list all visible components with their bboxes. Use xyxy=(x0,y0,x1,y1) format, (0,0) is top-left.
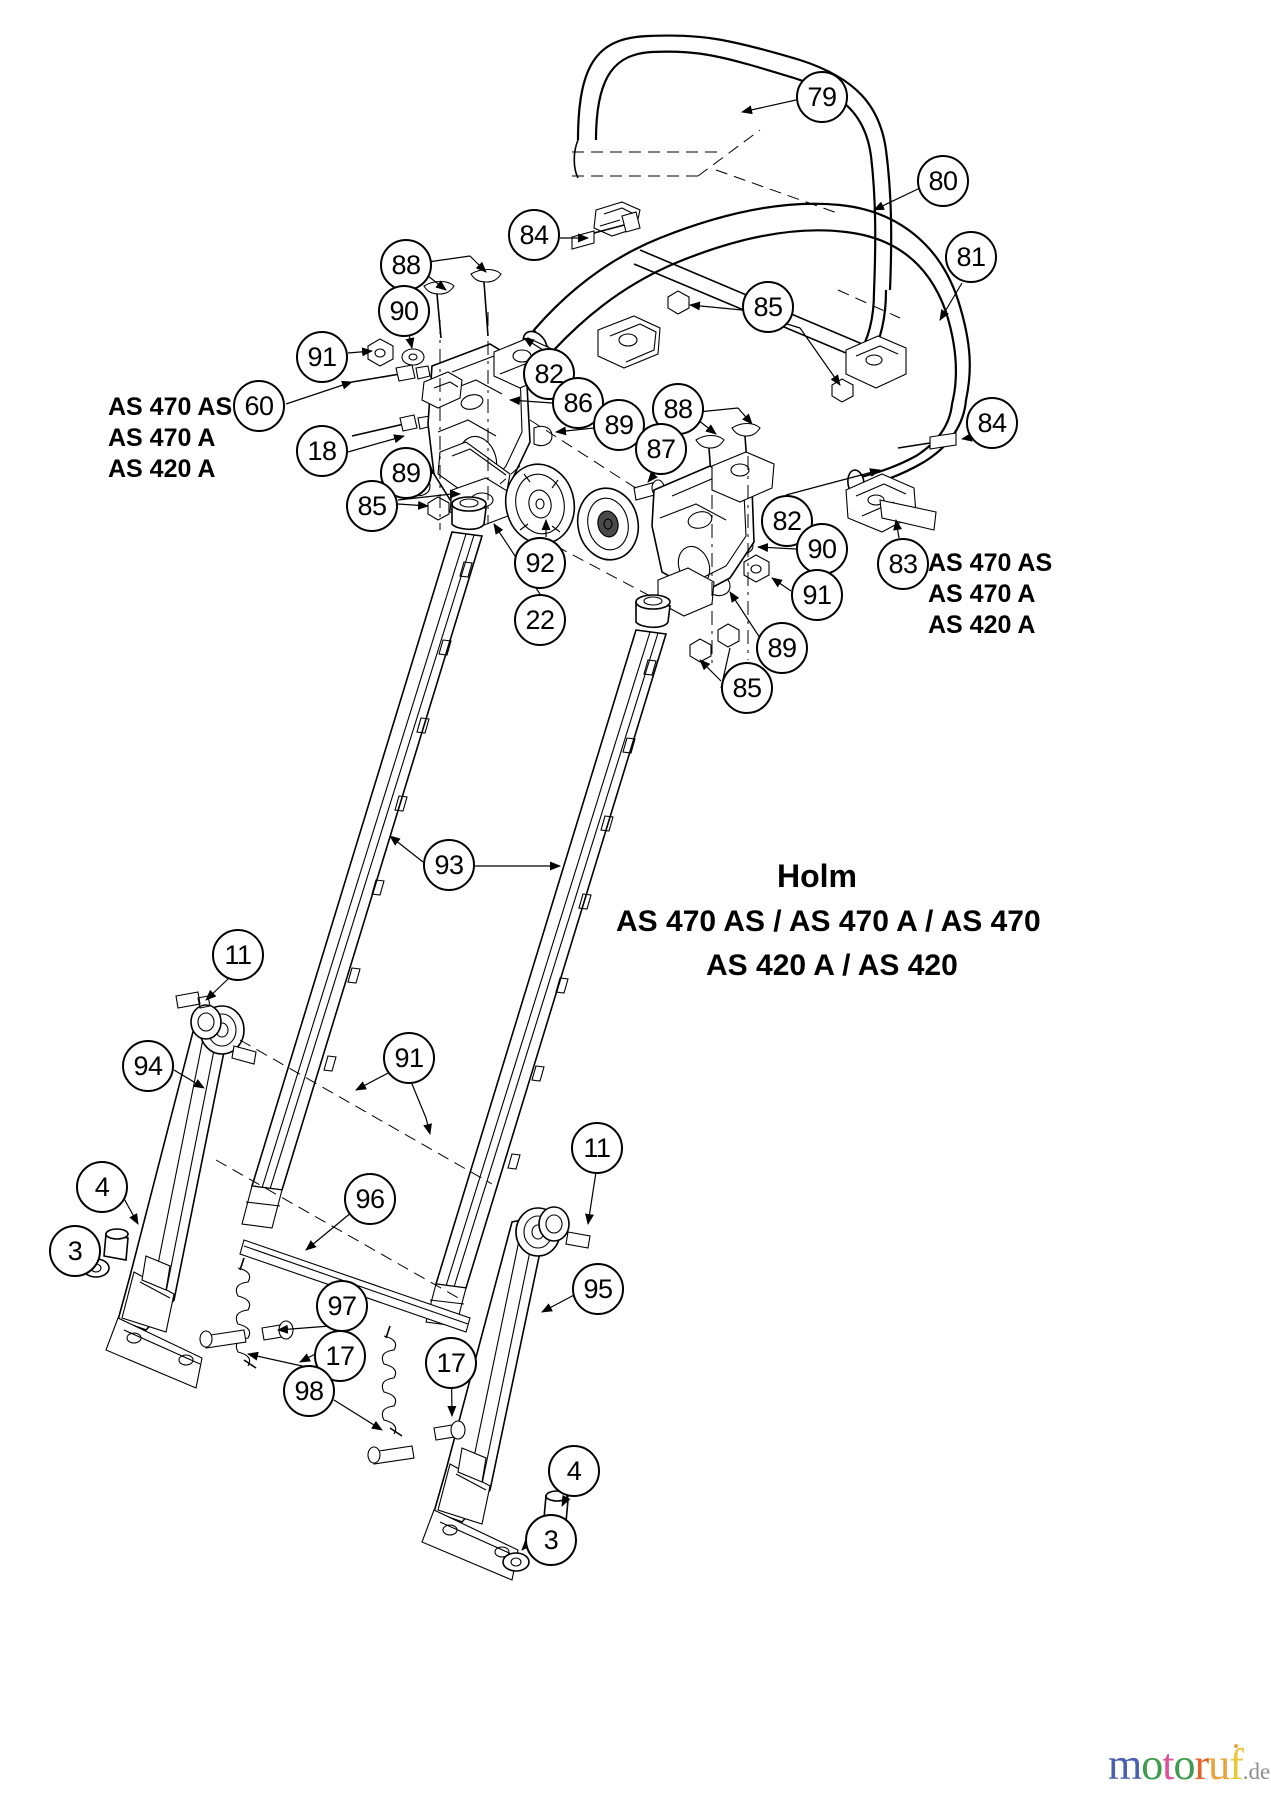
diagram-title-models-line-2: AS 420 A / AS 420 xyxy=(706,949,958,982)
callout-60[interactable]: 60 xyxy=(233,380,285,432)
callout-91c[interactable]: 91 xyxy=(383,1032,435,1084)
callout-85b[interactable]: 85 xyxy=(346,480,398,532)
right-hinge-housing xyxy=(651,451,775,617)
watermark-letter-m: m xyxy=(1108,1740,1142,1789)
watermark-accent-dot xyxy=(1234,1744,1238,1748)
callout-95[interactable]: 95 xyxy=(572,1263,624,1315)
callout-3a[interactable]: 3 xyxy=(49,1225,101,1277)
callout-89c[interactable]: 89 xyxy=(756,622,808,674)
callout-4a[interactable]: 4 xyxy=(76,1161,128,1213)
handle-bars-93 xyxy=(241,496,671,1327)
lower-right-bracket-95 xyxy=(421,1206,591,1581)
callout-92[interactable]: 92 xyxy=(514,537,566,589)
callout-83[interactable]: 83 xyxy=(877,538,929,590)
callout-94[interactable]: 94 xyxy=(122,1040,174,1092)
callout-11a[interactable]: 11 xyxy=(212,929,264,981)
callout-85a[interactable]: 85 xyxy=(742,281,794,333)
callout-79[interactable]: 79 xyxy=(796,71,848,123)
callout-88a[interactable]: 88 xyxy=(380,239,432,291)
callout-4b[interactable]: 4 xyxy=(548,1445,600,1497)
callout-93[interactable]: 93 xyxy=(423,839,475,891)
watermark-motoruf: motoruf.de xyxy=(1108,1742,1270,1795)
callout-17b[interactable]: 17 xyxy=(425,1337,477,1389)
callout-91a[interactable]: 91 xyxy=(296,331,348,383)
model-left-line-3: AS 420 A xyxy=(108,455,216,483)
callout-90b[interactable]: 90 xyxy=(796,523,848,575)
callout-87[interactable]: 87 xyxy=(635,423,687,475)
watermark-letter-o1: o xyxy=(1141,1740,1163,1789)
watermark-letter-u: u xyxy=(1208,1740,1230,1789)
model-right-line-1: AS 470 AS xyxy=(928,549,1053,577)
callout-90a[interactable]: 90 xyxy=(378,285,430,337)
callout-88b[interactable]: 88 xyxy=(652,383,704,435)
callout-81[interactable]: 81 xyxy=(945,231,997,283)
watermark-letter-o2: o xyxy=(1173,1740,1195,1789)
callout-84a[interactable]: 84 xyxy=(508,209,560,261)
callout-80[interactable]: 80 xyxy=(917,155,969,207)
callout-17a[interactable]: 17 xyxy=(314,1330,366,1382)
callout-98[interactable]: 98 xyxy=(283,1365,335,1417)
callout-91b[interactable]: 91 xyxy=(791,569,843,621)
callout-85c[interactable]: 85 xyxy=(721,662,773,714)
model-left-line-1: AS 470 AS xyxy=(108,393,233,421)
callout-84b[interactable]: 84 xyxy=(966,397,1018,449)
centerlines xyxy=(215,129,901,1301)
watermark-letter-f: f xyxy=(1229,1740,1244,1789)
model-right-line-2: AS 470 A xyxy=(928,580,1036,608)
model-block-right: AS 470 AS AS 470 A AS 420 A xyxy=(928,548,1052,641)
callout-96[interactable]: 96 xyxy=(344,1173,396,1225)
watermark-letter-r: r xyxy=(1194,1740,1209,1789)
callout-18[interactable]: 18 xyxy=(296,425,348,477)
watermark-letter-t: t xyxy=(1162,1740,1174,1789)
model-left-line-2: AS 470 A xyxy=(108,424,216,452)
callout-3b[interactable]: 3 xyxy=(525,1514,577,1566)
model-block-left: AS 470 AS AS 470 A AS 420 A xyxy=(108,392,232,485)
callout-22[interactable]: 22 xyxy=(514,594,566,646)
pulley-parts-92 xyxy=(504,463,640,561)
diagram-title-models-line-1: AS 470 AS / AS 470 A / AS 470 xyxy=(616,905,1041,938)
callout-11b[interactable]: 11 xyxy=(571,1122,623,1174)
lower-left-bracket-94 xyxy=(82,991,257,1389)
watermark-suffix: .de xyxy=(1242,1759,1271,1784)
diagram-title: Holm xyxy=(777,858,857,894)
model-right-line-3: AS 420 A xyxy=(928,611,1036,639)
